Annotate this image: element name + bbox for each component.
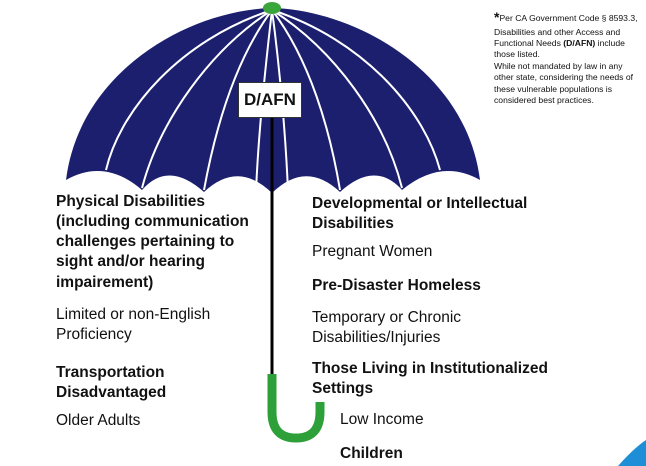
item-limited-english: Limited or non-English Proficiency	[56, 306, 211, 344]
corner-accent	[618, 440, 646, 466]
item-pregnant: Pregnant Women	[312, 243, 433, 260]
footnote-line3: include those listed.	[494, 38, 625, 60]
item-physical-disabilities: Physical Disabilities (including communi…	[56, 193, 249, 291]
footnote: *Per CA Government Code § 8593.3, Disabi…	[494, 8, 644, 107]
umbrella-handle	[267, 374, 325, 443]
item-older-adults: Older Adults	[56, 412, 141, 429]
item-transportation: Transportation Disadvantaged	[56, 364, 167, 402]
item-temporary: Temporary or Chronic Disabilities/Injuri…	[312, 309, 462, 347]
item-developmental: Developmental or Intellectual Disabiliti…	[312, 195, 528, 233]
umbrella-tip	[263, 2, 281, 14]
item-low-income: Low Income	[340, 411, 424, 428]
footnote-line4: While not mandated by law in any other s…	[494, 60, 634, 106]
umbrella-label: D/AFN	[238, 82, 302, 118]
item-homeless: Pre-Disaster Homeless	[312, 277, 481, 294]
item-institutionalized: Those Living in Institutionalized Settin…	[312, 360, 548, 398]
item-children: Children	[340, 445, 403, 462]
footnote-abbrev: (D/AFN)	[563, 38, 596, 49]
footnote-line1: Per CA Government Code §	[499, 13, 607, 23]
footnote-line2: 8593.3, Disabilities and other Access an…	[494, 13, 638, 49]
footnote-asterisk: *	[494, 9, 500, 25]
